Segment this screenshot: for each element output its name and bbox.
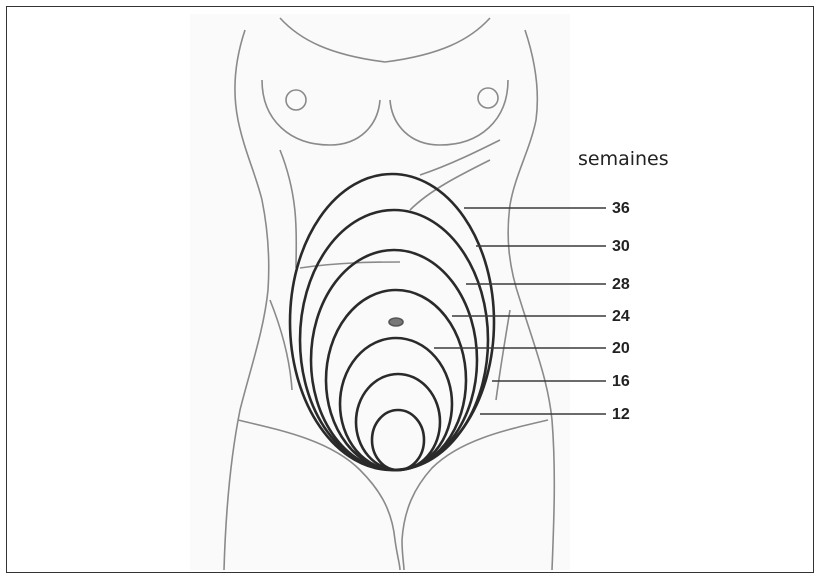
week-label-28: 28 (612, 276, 630, 293)
week-label-20: 20 (612, 340, 630, 357)
week-label-30: 30 (612, 238, 630, 255)
week-label-36: 36 (612, 200, 630, 217)
week-label-12: 12 (612, 406, 630, 423)
week-labels: 36 30 28 24 20 16 12 (612, 200, 630, 423)
week-label-16: 16 (612, 373, 630, 390)
week-label-24: 24 (612, 308, 630, 325)
unit-label-semaines: semaines (578, 148, 669, 170)
